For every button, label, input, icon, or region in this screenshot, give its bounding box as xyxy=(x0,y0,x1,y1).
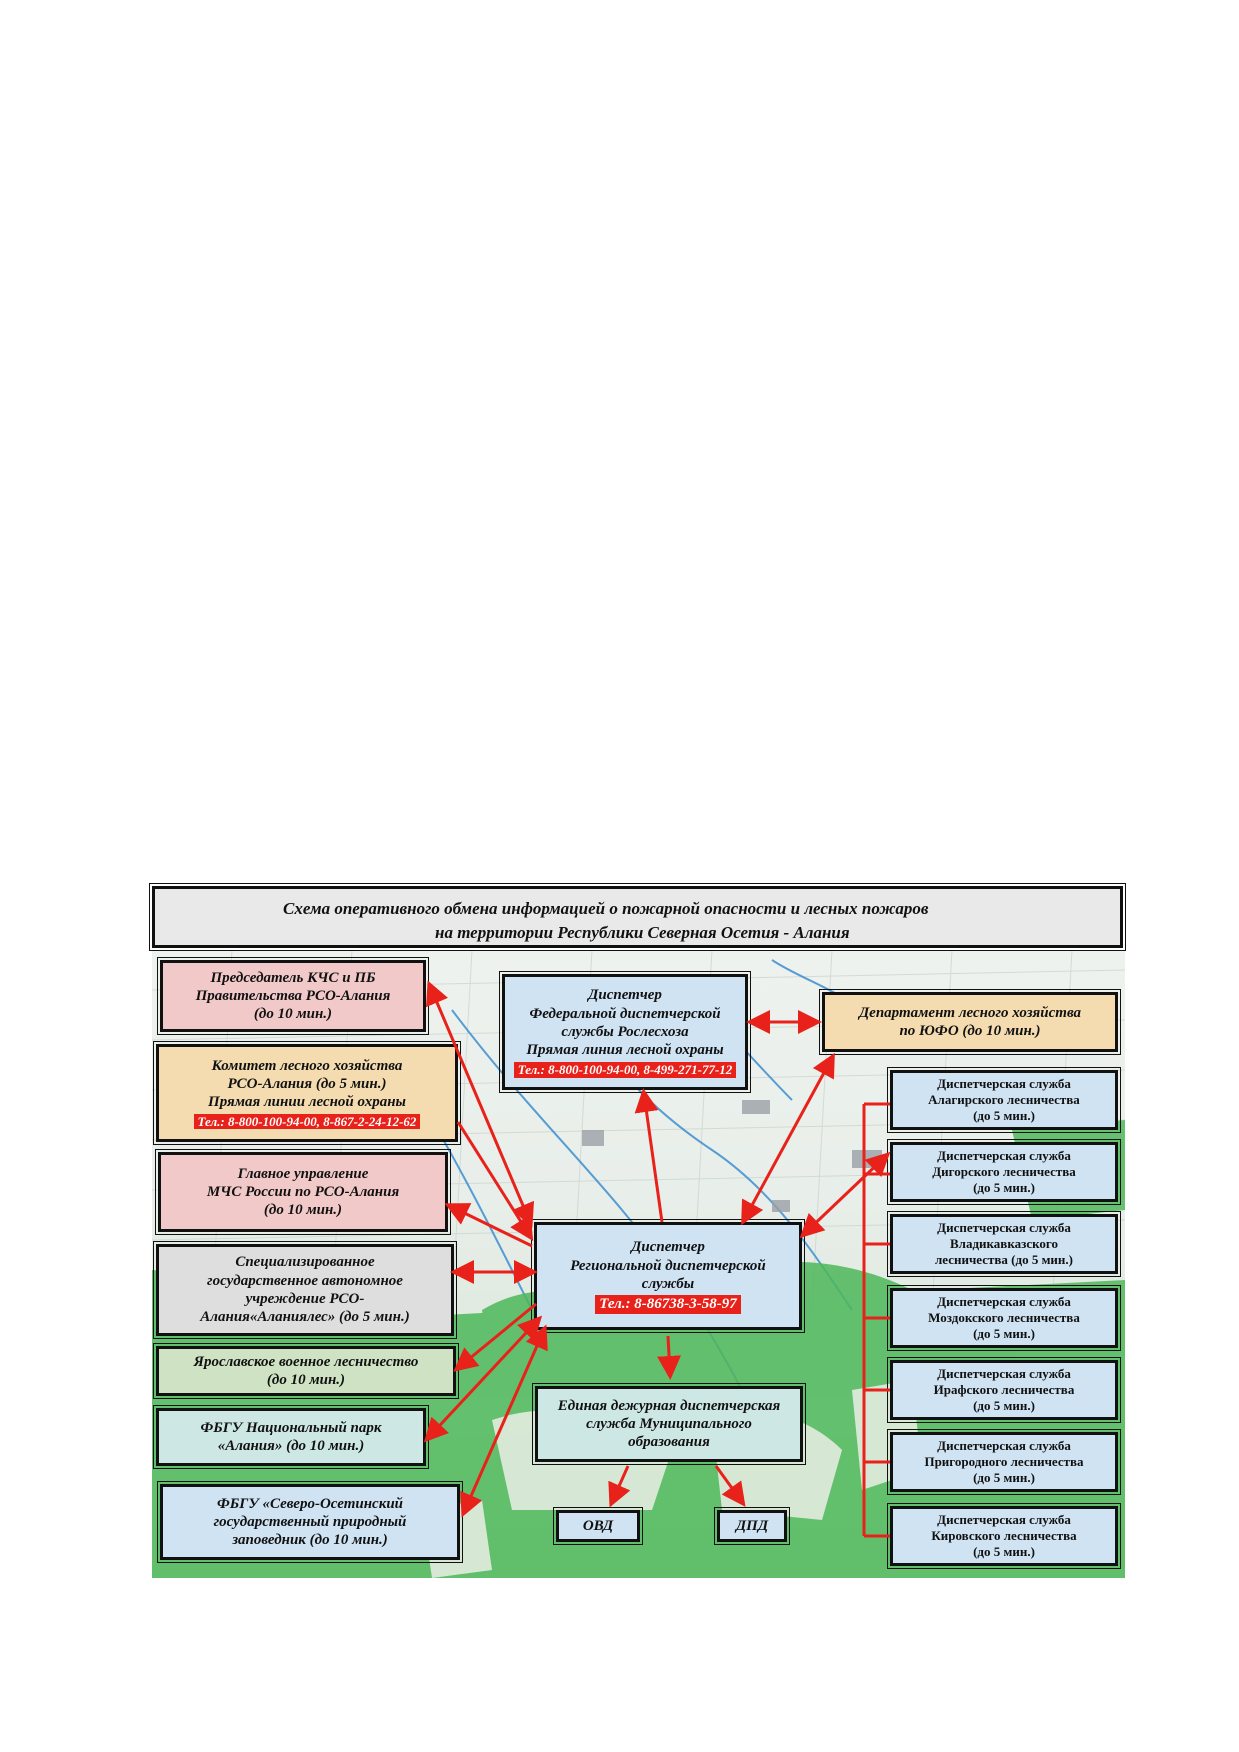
box-line: РСО-Алания (до 5 мин.) xyxy=(227,1075,387,1092)
box-line: Диспетчерская служба xyxy=(937,1366,1071,1382)
forestry-committee-box: Комитет лесного хозяйства РСО-Алания (до… xyxy=(153,1041,461,1145)
vladikavkaz-forestry-box: Диспетчерская служба Владикавказского ле… xyxy=(887,1211,1121,1277)
box-line: (до 10 мин.) xyxy=(263,1202,343,1219)
box-line: (до 10 мин.) xyxy=(266,1372,346,1388)
box-line: Пригородного лесничества xyxy=(924,1454,1084,1470)
box-line: по ЮФО (до 10 мин.) xyxy=(899,1023,1041,1039)
box-line: Моздокского лесничества xyxy=(928,1310,1080,1326)
box-line: Диспетчер xyxy=(631,1239,705,1256)
box-line: (до 5 мин.) xyxy=(973,1179,1035,1195)
alagir-forestry-box: Диспетчерская служба Алагирского лесниче… xyxy=(887,1067,1121,1133)
forestry-committee-phone: Тел.: 8-800-100-94-00, 8-867-2-24-12-62 xyxy=(193,1113,421,1130)
box-line: Диспетчерская служба xyxy=(937,1076,1071,1092)
alaniya-park-box: ФБГУ Национальный парк «Алания» (до 10 м… xyxy=(153,1405,429,1469)
box-line: Региональной диспетчерской xyxy=(570,1257,766,1274)
box-line: ОВД xyxy=(582,1517,614,1534)
information-exchange-scheme: Схема оперативного обмена информацией о … xyxy=(149,883,1126,1578)
box-line: Дигорского лесничества xyxy=(932,1164,1076,1180)
box-line: службы xyxy=(641,1276,695,1292)
box-line: Диспетчерская служба xyxy=(937,1512,1071,1528)
box-line: государственное автономное xyxy=(207,1272,403,1289)
dpd-box: ДПД xyxy=(714,1507,790,1545)
box-line: Правительства РСО-Алания xyxy=(195,987,391,1004)
kirov-forestry-box: Диспетчерская служба Кировского лесничес… xyxy=(887,1503,1121,1569)
kchs-chairman-box: Председатель КЧС и ПБ Правительства РСО-… xyxy=(157,957,429,1035)
box-line: (до 5 мин.) xyxy=(973,1469,1035,1485)
regional-dispatcher-phone: Тел.: 8-86738-3-58-97 xyxy=(595,1295,741,1314)
yaroslavl-forestry-box: Ярославское военное лесничество (до 10 м… xyxy=(153,1343,459,1399)
mozdok-forestry-box: Диспетчерская служба Моздокского лесниче… xyxy=(887,1285,1121,1351)
reserve-box: ФБГУ «Северо-Осетинский государственный … xyxy=(157,1481,463,1563)
box-line: (до 5 мин.) xyxy=(973,1325,1035,1341)
box-line: Алания«Аланиялес» (до 5 мин.) xyxy=(200,1309,410,1326)
box-line: Диспетчерская служба xyxy=(937,1438,1071,1454)
box-line: Главное управление xyxy=(237,1165,369,1182)
federal-dispatcher-phone: Тел.: 8-800-100-94-00, 8-499-271-77-12 xyxy=(513,1061,737,1078)
regional-dispatcher-box: Диспетчер Региональной диспетчерской слу… xyxy=(531,1219,805,1333)
ovd-box: ОВД xyxy=(553,1507,643,1545)
box-line: Кировского лесничества xyxy=(931,1528,1077,1544)
box-line: Специализированное xyxy=(235,1254,375,1271)
box-line: (до 10 мин.) xyxy=(253,1006,333,1023)
digor-forestry-box: Диспетчерская служба Дигорского лесничес… xyxy=(887,1139,1121,1205)
box-line: ДПД xyxy=(735,1517,769,1534)
box-line: (до 5 мин.) xyxy=(973,1543,1035,1559)
box-line: Диспетчер xyxy=(588,987,662,1004)
box-line: (до 5 мин.) xyxy=(973,1397,1035,1413)
box-line: учреждение РСО- xyxy=(245,1291,365,1307)
box-line: Комитет лесного хозяйства xyxy=(211,1057,403,1074)
box-line: служба Муниципального xyxy=(586,1415,752,1432)
iraf-forestry-box: Диспетчерская служба Ирафского лесничест… xyxy=(887,1357,1121,1423)
box-line: образования xyxy=(628,1434,710,1451)
box-line: «Алания» (до 10 мин.) xyxy=(217,1438,365,1454)
yufo-department-box: Департамент лесного хозяйства по ЮФО (до… xyxy=(819,989,1121,1055)
box-line: Диспетчерская служба xyxy=(937,1220,1071,1236)
box-line: Ирафского лесничества xyxy=(933,1382,1075,1398)
box-line: службы Рослесхоза xyxy=(561,1024,689,1041)
alaniyales-box: Специализированное государственное автон… xyxy=(153,1241,457,1339)
box-line: Алагирского лесничества xyxy=(928,1092,1080,1108)
box-line: Ярославское военное лесничество xyxy=(193,1353,419,1370)
box-line: Прямая линия лесной охраны xyxy=(526,1042,724,1059)
box-line: заповедник (до 10 мин.) xyxy=(232,1532,388,1549)
mchs-directorate-box: Главное управление МЧС России по РСО-Ала… xyxy=(155,1149,451,1235)
box-line: государственный природный xyxy=(213,1513,407,1530)
scheme-title: Схема оперативного обмена информацией о … xyxy=(149,883,1126,951)
scheme-title-line2: на территории Республики Северная Осетия… xyxy=(435,923,850,942)
municipal-dispatch-box: Единая дежурная диспетчерская служба Мун… xyxy=(532,1383,806,1465)
scheme-title-line1: Схема оперативного обмена информацией о … xyxy=(283,899,929,918)
box-line: Диспетчерская служба xyxy=(937,1148,1071,1164)
box-line: (до 5 мин.) xyxy=(973,1107,1035,1123)
federal-dispatcher-box: Диспетчер Федеральной диспетчерской служ… xyxy=(499,971,751,1093)
box-line: Прямая линии лесной охраны xyxy=(208,1094,406,1111)
prigorodny-forestry-box: Диспетчерская служба Пригородного леснич… xyxy=(887,1429,1121,1495)
box-line: лесничества (до 5 мин.) xyxy=(935,1251,1073,1267)
box-line: Диспетчерская служба xyxy=(937,1294,1071,1310)
box-line: Владикавказского xyxy=(949,1236,1059,1252)
box-line: ФБГУ «Северо-Осетинский xyxy=(217,1495,403,1512)
box-line: ФБГУ Национальный парк xyxy=(200,1419,382,1436)
box-line: Единая дежурная диспетчерская xyxy=(557,1397,781,1414)
box-line: Федеральной диспетчерской xyxy=(529,1005,721,1022)
box-line: МЧС России по РСО-Алания xyxy=(206,1183,400,1200)
box-line: Председатель КЧС и ПБ xyxy=(210,969,376,986)
box-line: Департамент лесного хозяйства xyxy=(858,1004,1082,1021)
